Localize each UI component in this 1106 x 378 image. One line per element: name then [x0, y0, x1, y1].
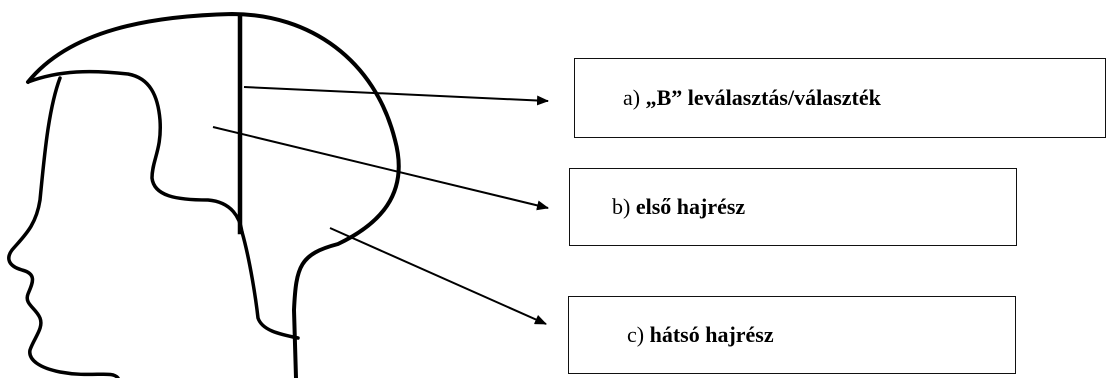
arrow-b — [212, 126, 549, 211]
label-a-prefix: a) — [623, 85, 641, 110]
label-box-a: a) „B” leválasztás/választék — [574, 58, 1106, 138]
label-box-b: b) első hajrész — [569, 168, 1017, 246]
arrow-a — [243, 86, 549, 106]
label-c-prefix: c) — [627, 322, 645, 347]
neck-boundary — [240, 230, 300, 340]
label-a-text: „B” leválasztás/választék — [645, 85, 881, 110]
arrow-c — [329, 227, 547, 325]
label-box-c: c) hátsó hajrész — [568, 296, 1016, 374]
head-outline — [26, 12, 401, 378]
label-b-text: első hajrész — [635, 194, 746, 219]
face-profile — [7, 76, 120, 378]
label-c-text: hátsó hajrész — [649, 322, 774, 347]
label-b-prefix: b) — [612, 194, 631, 219]
front-hairline — [26, 69, 244, 234]
